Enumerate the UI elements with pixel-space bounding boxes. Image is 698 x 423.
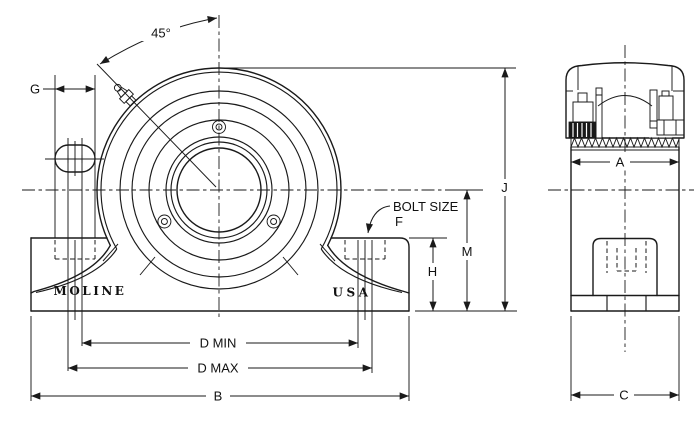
dim-label-45: 45° <box>151 26 171 41</box>
flange-outer-circle <box>165 136 273 244</box>
left-fillet-inner <box>35 248 118 294</box>
bore-circle <box>176 147 262 233</box>
knurl-band <box>570 136 680 151</box>
dim-label-c: C <box>619 388 628 403</box>
bolt-size-leader <box>365 205 391 234</box>
pedestal <box>570 237 680 312</box>
cast-text-usa: USA <box>333 286 372 300</box>
dim-label-m: M <box>462 244 473 259</box>
dim-label-d-max: D MAX <box>197 361 239 376</box>
label-bolt-size: BOLT SIZE <box>393 199 459 214</box>
insert-od-circle <box>148 119 290 261</box>
flange-inner-circle <box>170 141 268 239</box>
dim-label-h: H <box>428 264 437 279</box>
insert-sphere-arc <box>597 95 653 107</box>
dim-label-j: J <box>501 180 508 195</box>
front-view: MOLINE USA <box>22 15 448 320</box>
label-bolt-size-f: F <box>395 214 403 229</box>
dim-label-a: A <box>616 155 625 170</box>
dimensions: 45° G BOLT SIZE F J M H D MIN D MAX B <box>30 16 680 405</box>
setscrew-collar-left <box>568 87 603 139</box>
housing-boss-circle <box>119 90 319 290</box>
cast-text-moline: MOLINE <box>54 284 127 298</box>
housing-face-circle <box>131 102 307 278</box>
dim-label-d-min: D MIN <box>200 336 237 351</box>
base <box>30 237 410 312</box>
dim-label-b: B <box>214 389 223 404</box>
dim-label-g: G <box>30 82 40 97</box>
left-fillet-curve <box>30 244 111 294</box>
housing-inner-arc <box>100 71 338 250</box>
right-fillet-curve <box>327 244 410 294</box>
housing-section <box>565 62 685 139</box>
side-view <box>548 45 694 352</box>
grease-fitting <box>113 83 137 107</box>
retaining-screws <box>157 120 281 229</box>
seal-right <box>649 89 685 136</box>
right-fillet-inner <box>320 248 403 294</box>
